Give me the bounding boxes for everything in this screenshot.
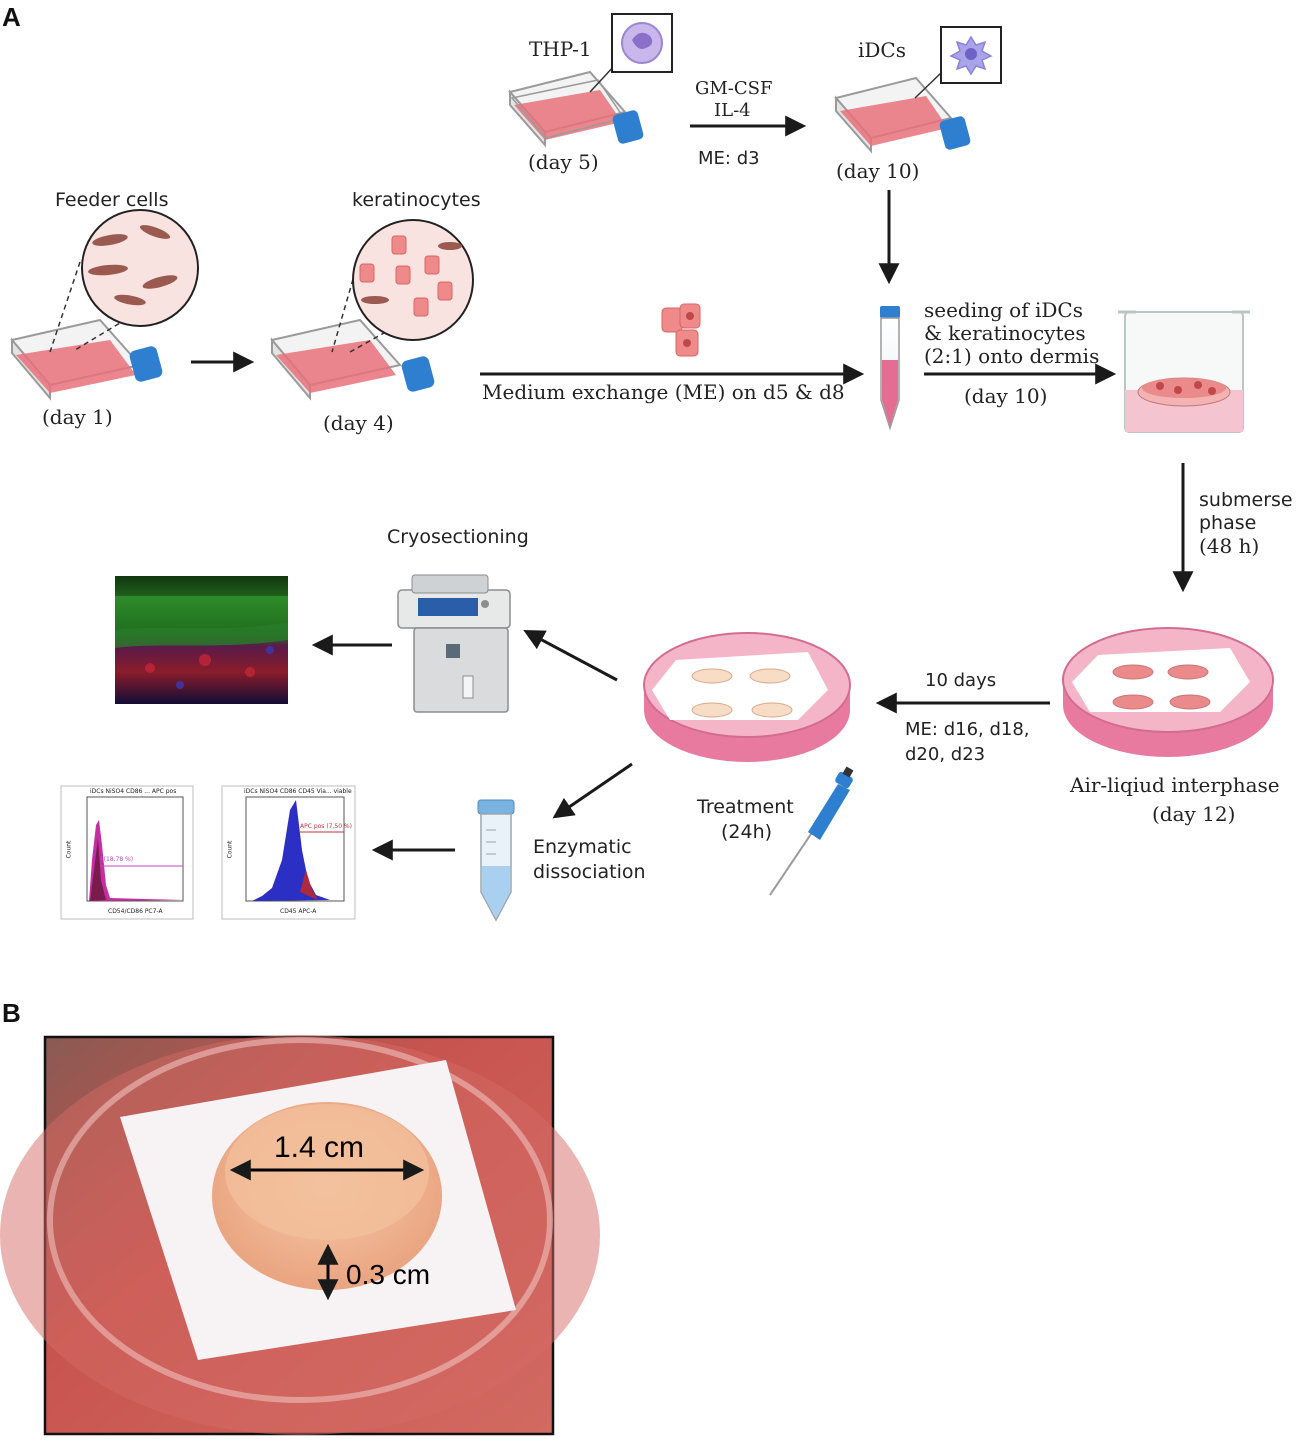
idc-cell-box [914,26,1002,99]
falcon-tube-enzymatic [477,799,515,922]
cryostat-icon [397,574,511,713]
flow-plot-2-gate: APC pos (7,50 %) [300,823,352,830]
label-day1: (day 1) [42,405,113,429]
transwell-insert [1118,310,1250,433]
label-day12: (day 12) [1152,802,1236,826]
label-feeder-cells: Feeder cells [55,189,169,211]
petri-dish-air-liquid [1062,627,1274,757]
flask-thp1 [508,70,644,148]
flow-plot-2-xlabel: CD45 APC-A [280,908,317,915]
label-seeding-3: (2:1) onto dermis [924,344,1100,368]
label-il4: IL-4 [714,100,751,121]
keratinocyte-zoom-circle [331,219,474,353]
photo-height-label: 0.3 cm [346,1259,431,1290]
flow-histogram-1 [60,785,194,920]
label-day4: (day 4) [323,411,394,435]
confocal-image [115,576,288,704]
label-day10-top: (day 10) [836,159,920,183]
petri-dish-treatment [643,632,851,762]
label-thp1: THP-1 [529,37,592,61]
flow-plot-1-ylabel: Count [65,840,73,859]
flow-plot-1-xlabel: CD54/CD86 PC7-A [108,908,163,915]
flow-plot-1-gate: P(18,78 %) [100,856,134,863]
label-submerse-2: phase [1199,512,1257,534]
feeder-zoom-circle [49,209,199,353]
pipette-icon [769,766,854,896]
label-day5: (day 5) [528,150,599,174]
label-seeding-2: & keratinocytes [924,321,1086,345]
label-gmcsf: GM-CSF [695,78,773,99]
label-keratinocytes: keratinocytes [352,189,481,211]
falcon-tube-seeding [880,306,900,431]
label-enzymatic-2: dissociation [533,861,646,883]
label-medium-exchange: Medium exchange (ME) on d5 & d8 [482,380,845,404]
label-treatment-2: (24h) [721,821,773,843]
flow-plot-1-header: iDCs NiSO4 CD86 ... APC pos [90,788,177,795]
flow-plot-2-header: iDCs NiSO4 CD86 CD45 Via... viable [244,788,352,795]
label-submerse-3: (48 h) [1199,534,1260,558]
label-me-d3: ME: d3 [698,148,760,169]
arrow-to-cryosectioning [523,630,618,682]
label-idcs: iDCs [858,38,906,62]
label-cryosectioning: Cryosectioning [387,526,529,548]
label-air-liquid: Air-liqiud interphase [1070,773,1280,797]
keratinocyte-cluster-icon [661,303,701,357]
flask-feeder [10,318,163,401]
flow-plot-2-ylabel: Count [226,840,234,859]
flow-histogram-2 [221,785,356,920]
thp1-cell-box [589,13,673,93]
arrow-to-enzymatic [552,762,633,819]
panel-label-b: B [2,998,21,1028]
label-submerse-1: submerse [1199,489,1293,511]
sample-photo [0,1035,600,1436]
label-seeding-1: seeding of iDCs [924,298,1083,322]
panel-label-a: A [2,2,21,32]
label-treatment-1: Treatment [697,796,794,818]
label-day10-mid: (day 10) [964,384,1048,408]
label-me-list-1: ME: d16, d18, [905,719,1030,740]
label-me-list-2: d20, d23 [905,744,986,765]
flask-keratinocytes [270,318,435,401]
photo-diameter-label: 1.4 cm [274,1131,365,1164]
flask-idcs [834,76,971,154]
label-enzymatic-1: Enzymatic [533,836,632,858]
label-10-days: 10 days [925,670,997,691]
